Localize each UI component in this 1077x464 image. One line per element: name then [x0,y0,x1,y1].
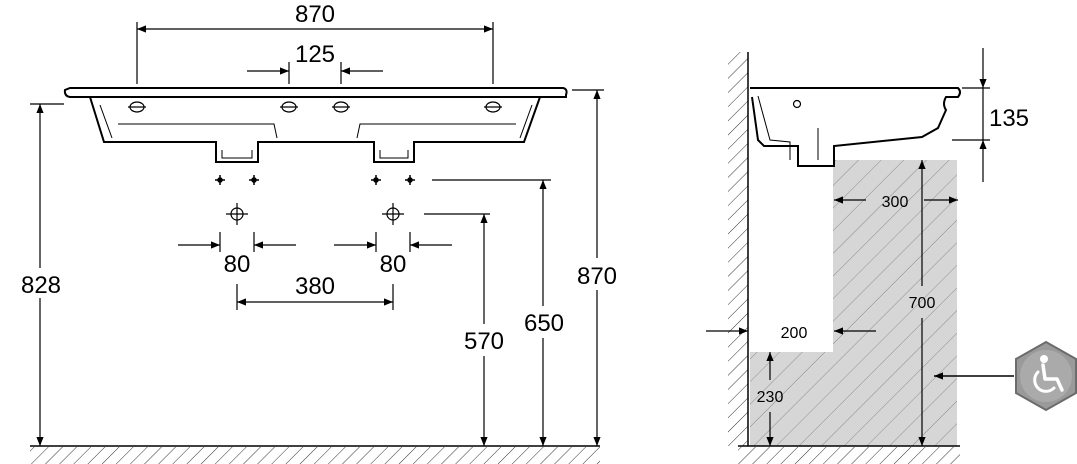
dimension-waste-spacing [236,284,394,310]
waste-left-label: 80 [224,251,251,278]
waste-markers [226,203,404,225]
dimension-waste-right [334,232,452,252]
tap-spacing-label: 125 [295,41,335,68]
wheelchair-icon [1015,340,1077,412]
width-label: 870 [295,1,335,28]
toe-height-label: 230 [757,389,784,406]
height-left-label: 828 [21,272,61,299]
waste-spacing-label: 380 [295,273,335,300]
floor-front [30,445,600,464]
dimension-basin-depth [952,48,990,182]
clearance-height-label: 700 [909,295,936,312]
knee-depth-label: 200 [781,325,808,342]
supply-height-label: 650 [524,310,564,337]
dimension-waste-left [178,232,296,252]
front-view: 870 125 80 80 3 [14,1,626,464]
side-view: 135 300 200 700 230 [706,48,1077,464]
basin-depth-label: 135 [989,105,1029,132]
dimension-width [136,22,494,84]
floor-side [738,445,960,464]
tap-holes [128,101,502,113]
waste-right-label: 80 [380,251,407,278]
clearance-depth-label: 300 [882,194,909,211]
height-right-label: 870 [577,263,617,290]
basin-front [63,87,568,163]
basin-side [750,87,961,167]
wall [728,52,749,446]
waste-height-label: 570 [464,328,504,355]
supply-markers [215,175,415,185]
dimension-tap-spacing [247,62,383,84]
